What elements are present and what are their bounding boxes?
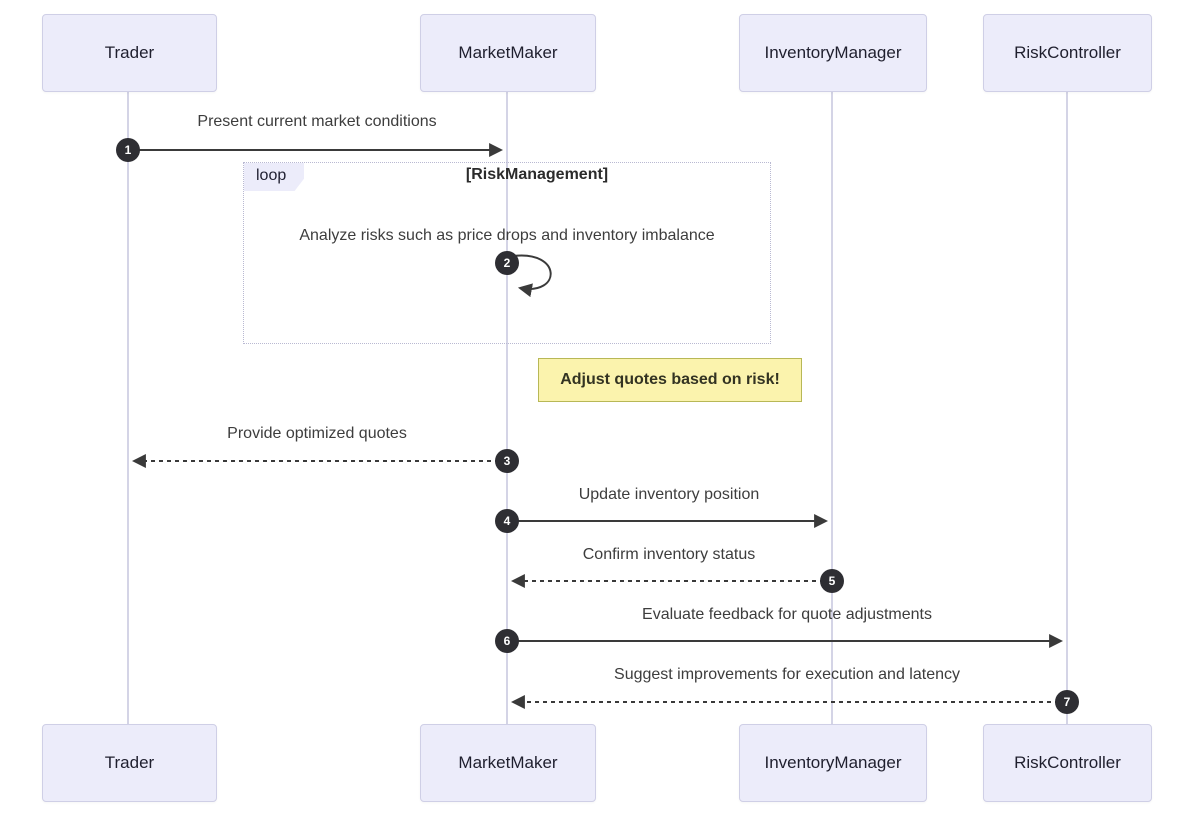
note-adjust-quotes: Adjust quotes based on risk! bbox=[538, 358, 802, 402]
message-3-label: Provide optimized quotes bbox=[227, 425, 407, 442]
actor-top-trader: Trader bbox=[42, 14, 217, 92]
seq-badge-4: 4 bbox=[495, 509, 519, 533]
seq-badge-2: 2 bbox=[495, 251, 519, 275]
seq-badge-7: 7 bbox=[1055, 690, 1079, 714]
message-1-label: Present current market conditions bbox=[197, 113, 437, 130]
message-6-label: Evaluate feedback for quote adjustments bbox=[642, 606, 932, 623]
loop-fragment-label: loop bbox=[244, 163, 305, 191]
actor-top-marketmaker: MarketMaker bbox=[420, 14, 596, 92]
actor-bottom-inventorymanager: InventoryManager bbox=[739, 724, 927, 802]
seq-badge-5: 5 bbox=[820, 569, 844, 593]
actor-top-riskcontroller: RiskController bbox=[983, 14, 1152, 92]
seq-badge-6: 6 bbox=[495, 629, 519, 653]
seq-badge-3: 3 bbox=[495, 449, 519, 473]
arrow-msg2-selfloop bbox=[512, 254, 552, 298]
message-4-label: Update inventory position bbox=[578, 486, 760, 503]
actor-bottom-trader: Trader bbox=[42, 724, 217, 802]
actor-bottom-riskcontroller: RiskController bbox=[983, 724, 1152, 802]
actor-bottom-marketmaker: MarketMaker bbox=[420, 724, 596, 802]
message-5-label: Confirm inventory status bbox=[582, 546, 756, 563]
seq-badge-1: 1 bbox=[116, 138, 140, 162]
message-7-label: Suggest improvements for execution and l… bbox=[614, 666, 960, 683]
message-2-label: Analyze risks such as price drops and in… bbox=[299, 227, 715, 244]
loop-fragment-condition: [RiskManagement] bbox=[465, 166, 609, 183]
loop-fragment-frame bbox=[243, 162, 771, 344]
actor-top-inventorymanager: InventoryManager bbox=[739, 14, 927, 92]
